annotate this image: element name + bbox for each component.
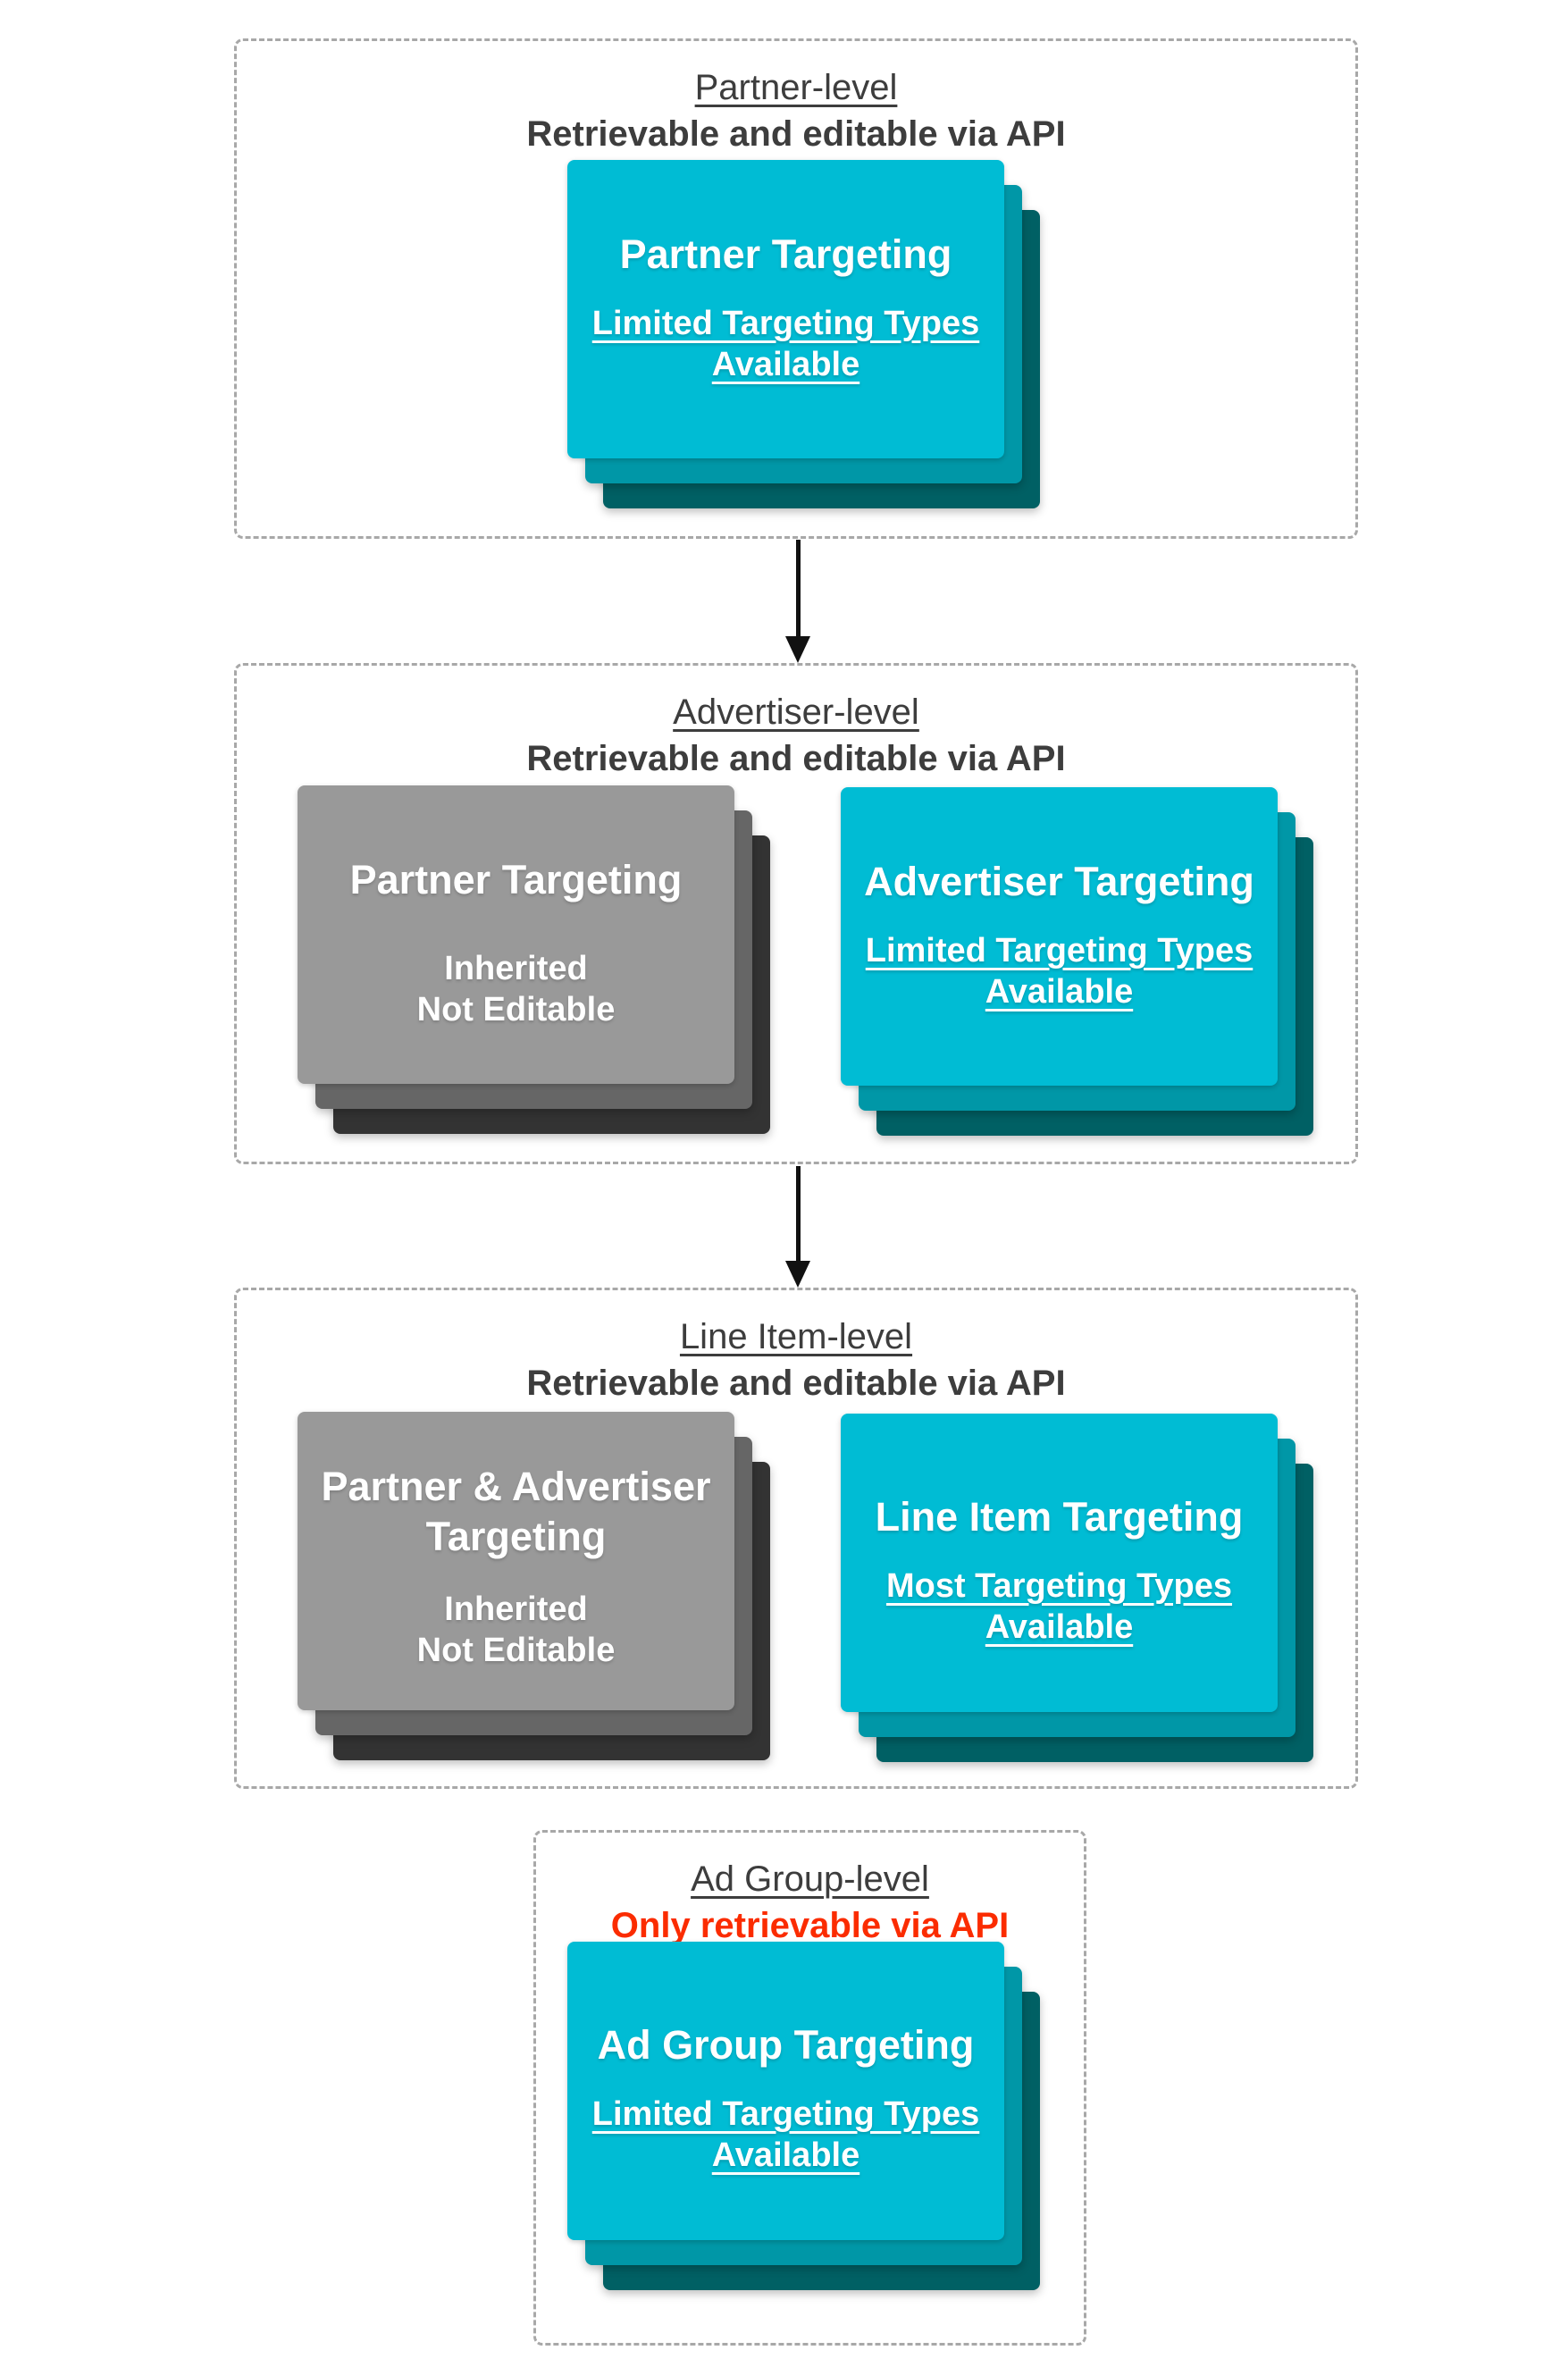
section-subtitle: Retrievable and editable via API [526, 739, 1066, 778]
section-subtitle: Only retrievable via API [610, 1906, 1010, 1945]
card-body: Inherited Not Editable [298, 948, 734, 1030]
card-stack-inherited-partner-targeting: Partner Targeting Inherited Not Editable [298, 785, 770, 1134]
card-stack-ad-group-targeting: Ad Group Targeting Limited Targeting Typ… [567, 1942, 1040, 2290]
section-title: Partner-level [694, 68, 898, 107]
card-inherited-partner-targeting: Partner Targeting Inherited Not Editable [298, 785, 734, 1084]
section-advertiser-level: Advertiser-level Retrievable and editabl… [234, 663, 1358, 1164]
card-body-line: Limited Targeting Types [591, 2095, 980, 2133]
flow-arrow-1 [784, 540, 811, 663]
section-partner-level: Partner-level Retrievable and editable v… [234, 38, 1358, 539]
card-title-line: Partner & Advertiser [321, 1464, 711, 1509]
section-subtitle: Retrievable and editable via API [526, 114, 1066, 154]
section-ad-group-level: Ad Group-level Only retrievable via API [533, 1830, 1086, 2346]
section-title: Advertiser-level [673, 692, 919, 732]
card-body-line: Inherited [444, 1591, 588, 1628]
arrow-line [795, 1166, 801, 1263]
card-title: Partner & Advertiser Targeting [298, 1462, 734, 1562]
card-body-line: Not Editable [416, 1632, 616, 1669]
card-title-line: Targeting [425, 1514, 607, 1559]
card-title: Line Item Targeting [841, 1492, 1278, 1542]
card-body-line: Available [985, 1608, 1134, 1646]
card-ad-group-targeting: Ad Group Targeting Limited Targeting Typ… [567, 1942, 1004, 2240]
card-stack-line-item-targeting: Line Item Targeting Most Targeting Types… [841, 1414, 1313, 1762]
card-stack-partner-targeting: Partner Targeting Limited Targeting Type… [567, 160, 1040, 508]
card-title-line: Partner Targeting [619, 231, 952, 277]
card-body: Limited Targeting Types Available [567, 2094, 1004, 2176]
section-line-item-level: Line Item-level Retrievable and editable… [234, 1288, 1358, 1789]
card-body-line: Available [711, 346, 860, 383]
flow-arrow-2 [784, 1166, 811, 1288]
card-body-line: Limited Targeting Types [865, 932, 1254, 969]
card-stack-inherited-partner-advertiser-targeting: Partner & Advertiser Targeting Inherited… [298, 1412, 770, 1760]
card-title: Partner Targeting [298, 855, 734, 905]
card-body-line: Available [711, 2136, 860, 2174]
card-body: Inherited Not Editable [298, 1589, 734, 1671]
card-body-line: Available [985, 973, 1134, 1011]
card-title-line: Ad Group Targeting [597, 2022, 975, 2068]
card-body: Limited Targeting Types Available [841, 930, 1278, 1012]
card-advertiser-targeting: Advertiser Targeting Limited Targeting T… [841, 787, 1278, 1086]
card-title: Partner Targeting [567, 230, 1004, 280]
card-title-line: Line Item Targeting [875, 1494, 1244, 1540]
card-body-line: Limited Targeting Types [591, 305, 980, 342]
card-title-line: Partner Targeting [349, 857, 683, 902]
card-partner-targeting: Partner Targeting Limited Targeting Type… [567, 160, 1004, 458]
arrow-head-icon [785, 636, 810, 663]
card-title: Ad Group Targeting [567, 2020, 1004, 2070]
arrow-line [795, 540, 801, 638]
card-body: Most Targeting Types Available [841, 1565, 1278, 1648]
section-subtitle: Retrievable and editable via API [526, 1364, 1066, 1403]
card-body-line: Most Targeting Types [885, 1567, 1233, 1605]
card-body-line: Inherited [444, 950, 588, 987]
section-title: Line Item-level [679, 1317, 913, 1356]
section-title: Ad Group-level [691, 1859, 929, 1899]
card-line-item-targeting: Line Item Targeting Most Targeting Types… [841, 1414, 1278, 1712]
card-body: Limited Targeting Types Available [567, 303, 1004, 385]
card-title-line: Advertiser Targeting [864, 859, 1254, 904]
card-inherited-partner-advertiser-targeting: Partner & Advertiser Targeting Inherited… [298, 1412, 734, 1710]
card-stack-advertiser-targeting: Advertiser Targeting Limited Targeting T… [841, 787, 1313, 1136]
card-body-line: Not Editable [416, 991, 616, 1028]
card-title: Advertiser Targeting [841, 857, 1278, 907]
arrow-head-icon [785, 1261, 810, 1288]
